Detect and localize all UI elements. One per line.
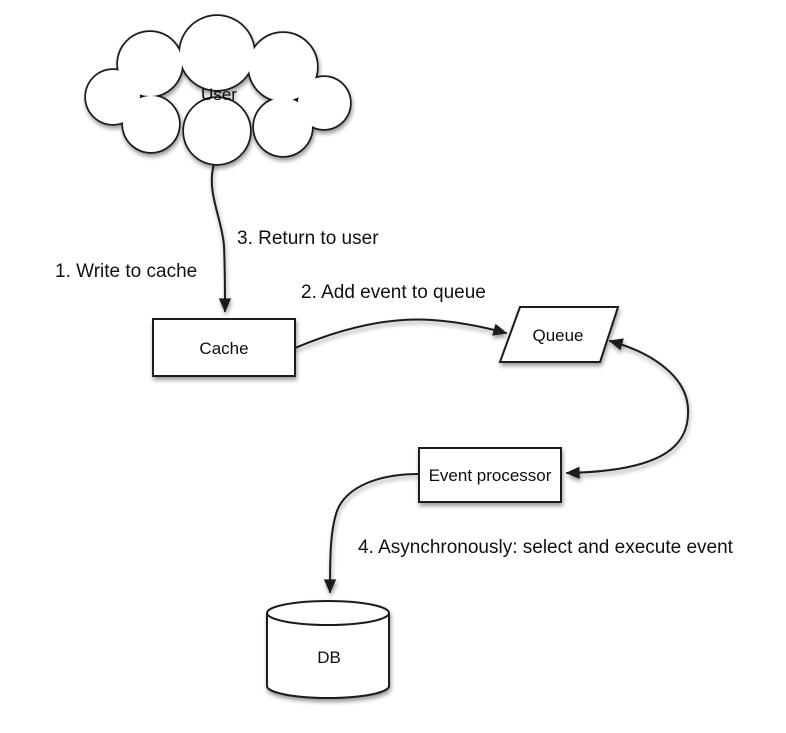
db-node: DB [266, 600, 390, 699]
cloud-bump-fill [254, 98, 312, 156]
annotation-step1: 1. Write to cache [55, 261, 197, 282]
annotation-step3: 3. Return to user [237, 228, 379, 249]
cloud-bump-fill [298, 77, 350, 129]
cloud-outline [84, 14, 352, 166]
annotations-layer: 1. Write to cache 3. Return to user 2. A… [55, 228, 734, 558]
cloud-bump-fill [118, 32, 182, 96]
user-label: User [201, 85, 237, 104]
db-cylinder-top [266, 600, 390, 626]
cloud-bump-fill [184, 98, 250, 164]
queue-parallelogram [498, 306, 620, 363]
queue-node: Queue [498, 306, 620, 363]
edge-event-processor-to-db [323, 473, 420, 594]
event-processor-node: Event processor [418, 447, 562, 503]
cache-box [152, 318, 296, 377]
event-processor-box [418, 447, 562, 503]
edge-user-to-cache [210, 163, 232, 313]
cloud-bump-fill [249, 33, 317, 101]
cloud-bump-fill [123, 96, 179, 152]
edge-cache-to-queue [294, 318, 508, 349]
cloud-bump-fill [180, 16, 254, 90]
queue-label: Queue [532, 326, 583, 345]
cache-label: Cache [199, 339, 248, 358]
annotation-step4: 4. Asynchronously: select and execute ev… [358, 537, 734, 558]
user-cloud-node: User [84, 14, 352, 166]
db-label: DB [317, 648, 341, 667]
edge-queue-event-processor [565, 338, 690, 479]
event-processor-label: Event processor [429, 466, 552, 485]
annotation-step2: 2. Add event to queue [301, 282, 486, 303]
db-cylinder-body [266, 613, 390, 699]
cache-node: Cache [152, 318, 296, 377]
edges-layer [210, 163, 690, 594]
